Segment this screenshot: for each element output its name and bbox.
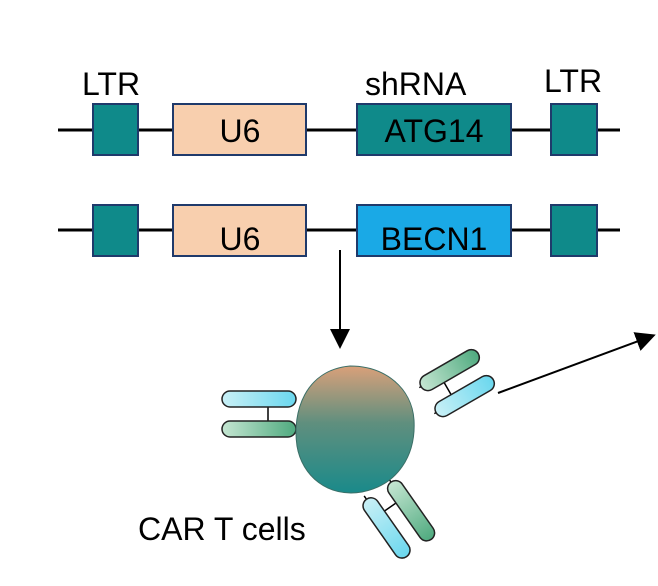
shrna-label: shRNA: [365, 66, 467, 102]
atg14-label: ATG14: [385, 113, 484, 149]
ltr-box-left-2: [92, 204, 139, 257]
u6-box-2: [172, 204, 307, 257]
ltr-label-left: LTR: [82, 66, 140, 102]
ltr-label-right: LTR: [544, 63, 602, 99]
becn1-label: BECN1: [381, 221, 488, 257]
atg14-box: [356, 103, 512, 156]
car-receptor-icon: [362, 478, 436, 559]
ltr-box-left-1: [92, 103, 139, 156]
ltr-box-right-2: [550, 204, 598, 257]
u6-label-2: U6: [220, 221, 261, 257]
ltr-box-right-1: [550, 103, 598, 156]
u6-box-1: [172, 103, 307, 156]
car-t-cells-label: CAR T cells: [138, 511, 306, 547]
construct-2: U6 BECN1: [58, 204, 620, 257]
arrow-icon-right: [497, 332, 656, 394]
car-receptor-icon: [418, 348, 496, 418]
becn1-box: [356, 204, 512, 257]
construct-1: LTR shRNA LTR U6 ATG14: [58, 63, 620, 156]
car-receptor-icon: [221, 390, 297, 438]
t-cell-icon: [221, 348, 496, 559]
u6-label-1: U6: [220, 113, 261, 149]
